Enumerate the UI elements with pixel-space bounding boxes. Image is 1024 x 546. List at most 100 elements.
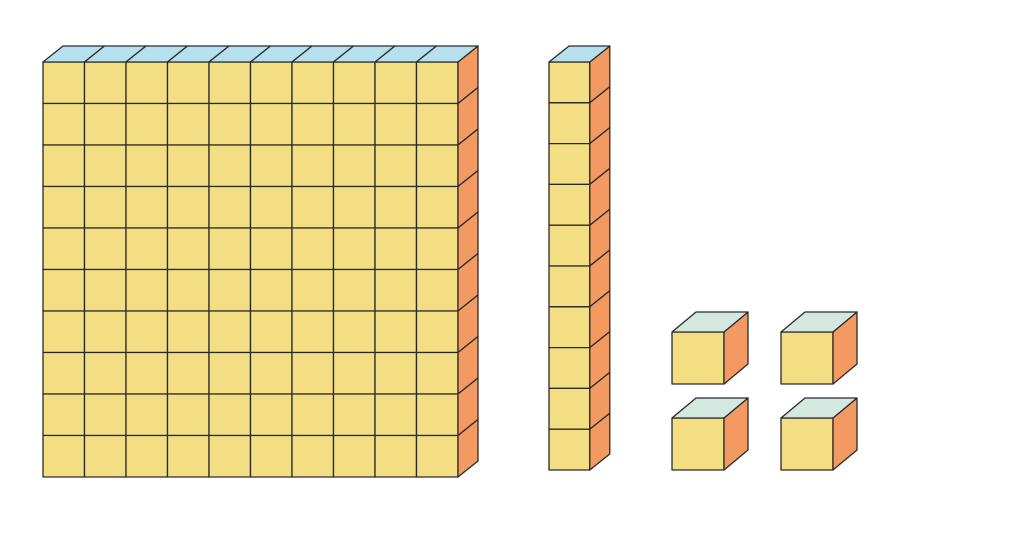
hundred-flat-front-cell [415,61,459,105]
unit-cube-top-cell [780,311,858,333]
hundred-flat-front-cell [332,144,376,188]
hundred-flat-front-cell [291,102,335,146]
hundred-flat-front-cell [42,434,86,478]
hundred-flat-front-cell [415,144,459,188]
unit-cube-top-cell [671,397,749,419]
ten-rod-front-cell [548,224,591,267]
hundred-flat-front-cell [125,102,169,146]
hundred-flat-front-cell [374,268,418,312]
ten-rod-front-cell [548,142,591,186]
hundred-flat-front-cell [249,393,293,437]
hundred-flat-front-cell [332,351,376,395]
unit-cube-front-cell [780,417,834,471]
hundred-flat-front-cell [208,351,252,395]
hundred-flat-front-cell [83,310,127,354]
ten-rod-front-cell [548,306,591,349]
hundred-flat-front-cell [415,185,459,229]
hundred-flat-front-cell [125,393,169,437]
unit-cube [671,397,749,471]
ten-rod [548,45,611,471]
unit-cubes [671,311,858,471]
hundred-flat-front-cell [208,393,252,437]
ten-rod-front-cell [548,102,591,145]
hundred-flat [42,45,479,478]
unit-cube-top-cell [780,397,858,419]
hundred-flat-front-cell [291,393,335,437]
hundred-flat-front-cell [42,227,86,271]
ten-rod-front-cell [548,183,591,226]
hundred-flat-front-cell [166,185,210,229]
hundred-flat-front-cell [83,268,127,312]
hundred-flat-front-cell [415,351,459,395]
unit-cube-front-cell [671,417,725,471]
hundred-flat-front-cell [291,310,335,354]
hundred-flat-front-cell [42,393,86,437]
hundred-flat-front-cell [125,268,169,312]
hundred-flat-front-cell [166,434,210,478]
hundred-flat-front-cell [374,351,418,395]
unit-cube-front-cell [671,331,725,385]
hundred-flat-front-cell [415,268,459,312]
hundred-flat-front-cell [208,144,252,188]
hundred-flat-front-cell [125,61,169,105]
hundred-flat-front-cell [166,227,210,271]
hundred-flat-front-cell [83,185,127,229]
ten-rod-front-cell [548,265,591,308]
hundred-flat-front-cell [374,227,418,271]
hundred-flat-front-cell [125,144,169,188]
hundred-flat-top-cell [415,45,479,63]
hundred-flat-front-cell [83,351,127,395]
hundred-flat-front-cell [42,268,86,312]
hundred-flat-front-cell [249,268,293,312]
hundred-flat-front-cell [42,102,86,146]
hundred-flat-front-cell [83,144,127,188]
hundred-flat-front-cell [83,227,127,271]
hundred-flat-front-cell [374,185,418,229]
unit-cube-top-cell [671,311,749,333]
unit-cube [780,311,858,385]
hundred-flat-front-cell [332,102,376,146]
hundred-flat-front-cell [249,227,293,271]
unit-cube-front-cell [780,331,834,385]
hundred-flat-front-cell [125,434,169,478]
hundred-flat-front-cell [332,227,376,271]
hundred-flat-front-cell [291,268,335,312]
hundred-flat-front-cell [166,102,210,146]
hundred-flat-front-cell [166,144,210,188]
hundred-flat-front-cell [208,434,252,478]
hundred-flat-front-cell [291,227,335,271]
hundred-flat-front-cell [291,144,335,188]
ten-rod-front-cell [548,428,591,471]
hundred-flat-front-cell [249,185,293,229]
hundred-flat-front-cell [374,61,418,105]
hundred-flat-front-cell [332,393,376,437]
hundred-flat-front-cell [42,144,86,188]
hundred-flat-front-cell [374,310,418,354]
hundred-flat-front-cell [83,393,127,437]
hundred-flat-front-cell [332,434,376,478]
hundred-flat-front-cell [374,434,418,478]
hundred-flat-front-cell [249,102,293,146]
hundred-flat-side-cell [457,418,479,478]
hundred-flat-front-cell [83,434,127,478]
hundred-flat-front-cell [125,351,169,395]
hundred-flat-front-cell [332,268,376,312]
ten-rod-side-cell [589,412,611,471]
hundred-flat-front-cell [374,393,418,437]
hundred-flat-front-cell [166,393,210,437]
unit-cube [780,397,858,471]
hundred-flat-front-cell [42,351,86,395]
hundred-flat-front-cell [415,434,459,478]
hundred-flat-front-cell [332,185,376,229]
hundred-flat-front-cell [415,227,459,271]
hundred-flat-front-cell [83,61,127,105]
hundred-flat-front-cell [125,185,169,229]
hundred-flat-front-cell [42,310,86,354]
hundred-flat-front-cell [208,185,252,229]
hundred-flat-front-cell [415,310,459,354]
hundred-flat-front-cell [166,351,210,395]
hundred-flat-front-cell [42,185,86,229]
hundred-flat-front-cell [291,185,335,229]
hundred-flat-front-cell [208,268,252,312]
